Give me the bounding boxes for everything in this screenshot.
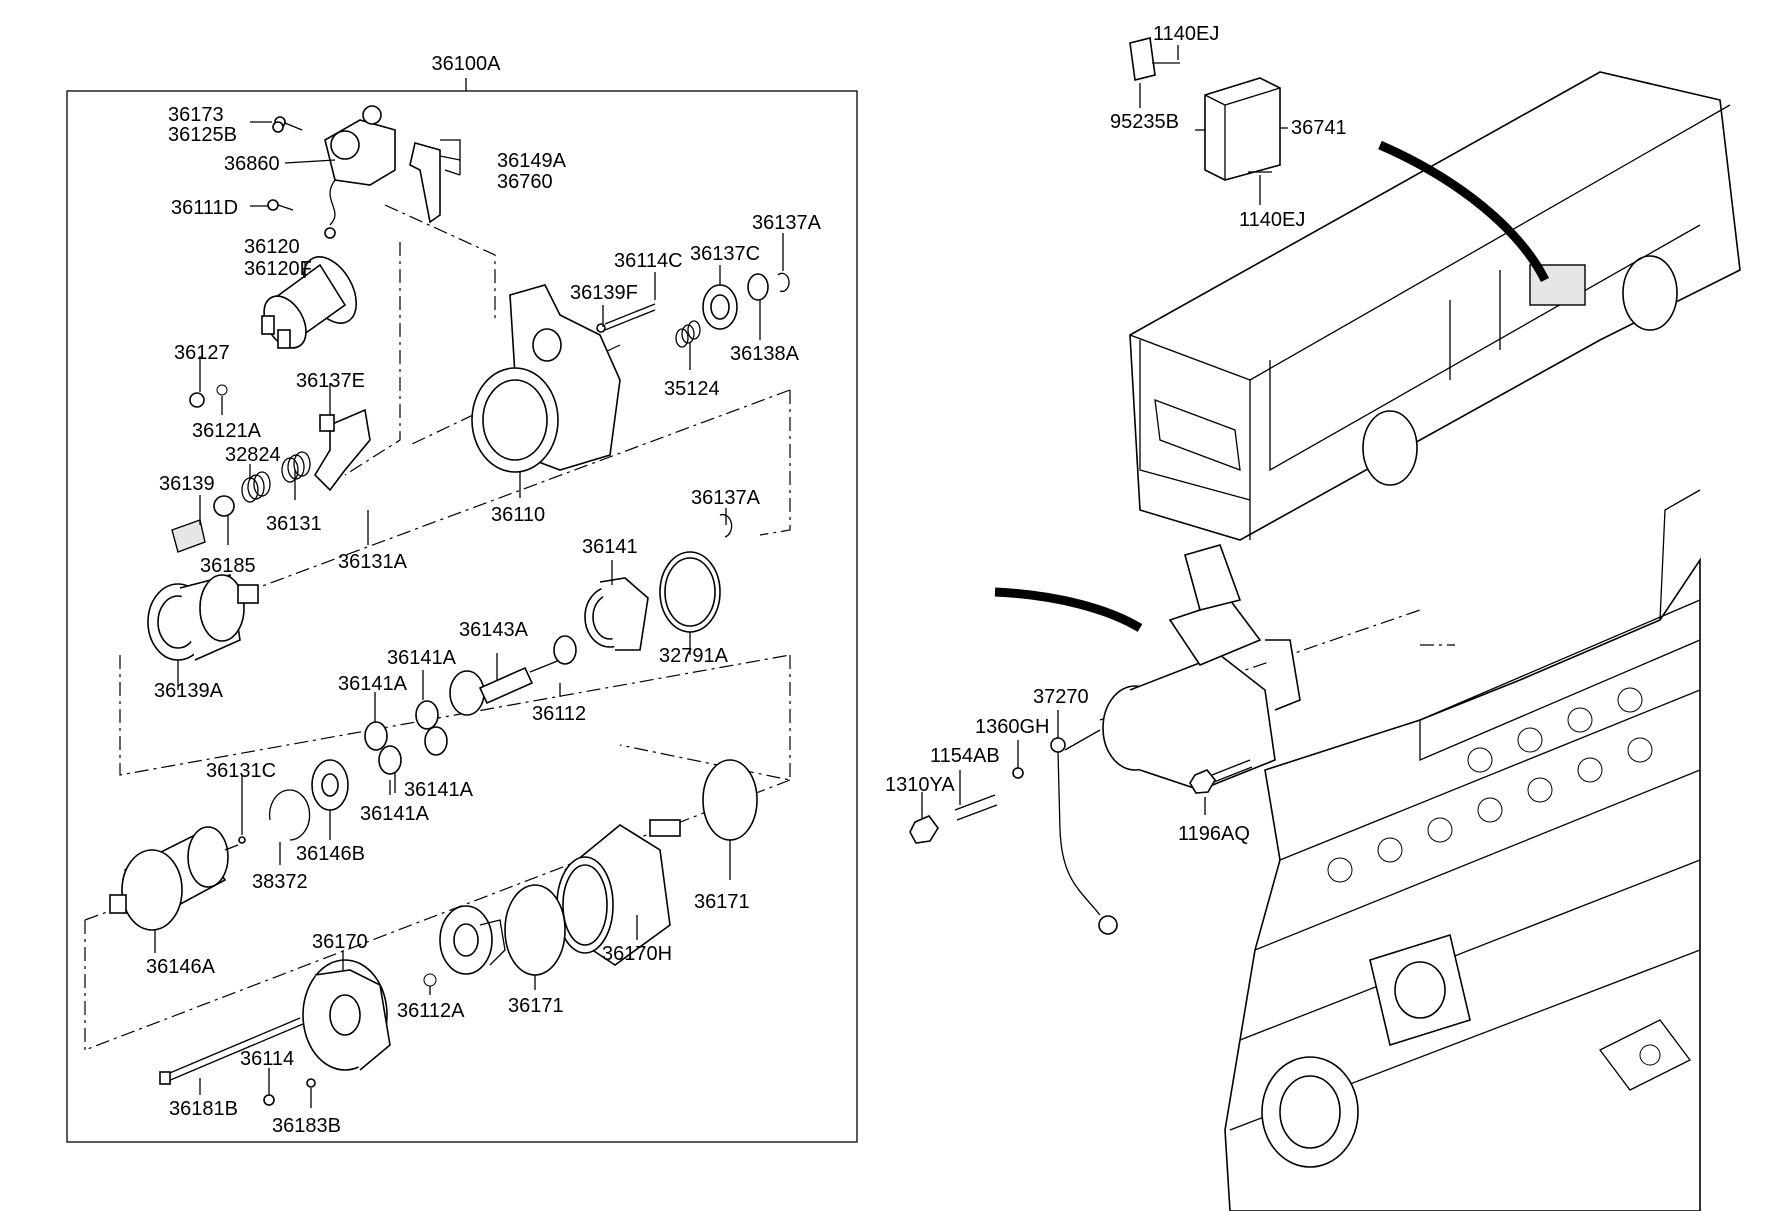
part-label: 36181B <box>169 1098 238 1120</box>
part-label: 36146A <box>146 956 216 978</box>
rear-end-frame <box>302 959 391 1071</box>
part-label: 36141A <box>404 779 474 801</box>
armature <box>109 826 246 931</box>
assembly-part-labels: 36173 36125B 36860 36111D 36149A 36760 3… <box>146 104 822 1137</box>
front-housing <box>471 284 621 473</box>
part-label: 1196AQ <box>1178 823 1250 845</box>
part-label: 36112 <box>532 703 586 725</box>
part-label: 1140EJ <box>1153 23 1219 45</box>
part-label: 36112A <box>397 1000 465 1022</box>
part-label: 36121A <box>192 420 262 442</box>
part-label: 36183B <box>272 1115 341 1137</box>
part-label: 36137A <box>691 487 761 509</box>
part-label: 36131C <box>206 760 276 782</box>
part-drawings <box>109 105 790 1106</box>
part-label: 36120 <box>244 236 300 258</box>
part-label: 36137E <box>296 370 365 392</box>
part-label: 36114 <box>240 1048 294 1070</box>
part-label: 36146B <box>296 843 365 865</box>
part-label: 36111D <box>171 197 238 219</box>
part-label: 36131A <box>338 551 408 573</box>
part-label: 36141 <box>582 536 638 558</box>
part-label: 36120F <box>244 258 312 280</box>
starter-on-engine <box>994 544 1301 791</box>
part-label: 36137C <box>690 243 760 265</box>
part-label: 36114C <box>614 250 683 272</box>
bolt-1196AQ <box>1189 759 1253 794</box>
part-label: 36741 <box>1291 117 1347 139</box>
part-label: 36139 <box>159 473 215 495</box>
relay-group <box>1129 37 1281 181</box>
overrunning-clutch <box>147 574 259 661</box>
bus-illustration <box>1129 71 1741 541</box>
part-label: 36125B <box>168 124 237 146</box>
assembly-frame <box>66 90 858 1143</box>
part-label: 1310YA <box>885 774 955 796</box>
part-label: 36139F <box>570 282 638 304</box>
engine-part-labels: 37270 1360GH 1154AB 1310YA 1196AQ <box>885 686 1250 845</box>
part-label: 36127 <box>174 342 230 364</box>
ground-cable <box>1050 729 1118 935</box>
part-label: 36141A <box>360 803 430 825</box>
part-label: 1360GH <box>975 716 1050 738</box>
terminal-bracket <box>267 105 441 239</box>
assembly-group-label: 36100A <box>432 53 502 75</box>
part-label: 36173 <box>168 104 224 126</box>
part-label: 36141A <box>387 647 457 669</box>
part-label: 36138A <box>730 343 800 365</box>
part-label: 36170H <box>602 943 672 965</box>
yoke <box>556 819 681 966</box>
part-label: 36185 <box>200 555 256 577</box>
part-label: 37270 <box>1033 686 1089 708</box>
engine-block <box>1224 489 1701 1211</box>
part-label: 38372 <box>252 871 308 893</box>
part-label: 35124 <box>664 378 720 400</box>
assembly-group: 36100A <box>66 53 858 1143</box>
part-label: 32791A <box>659 645 729 667</box>
part-label: 36143A <box>459 619 529 641</box>
leader-lines <box>154 45 1288 1108</box>
part-label: 36139A <box>154 680 224 702</box>
part-label: 36171 <box>694 891 750 913</box>
part-label: 36170 <box>312 931 368 953</box>
part-label: 36110 <box>491 504 545 526</box>
part-label: 36131 <box>266 513 322 535</box>
relay-part-labels: 1140EJ 95235B 36741 1140EJ <box>1110 23 1347 231</box>
part-label: 36760 <box>497 171 553 193</box>
part-label: 36149A <box>497 150 567 172</box>
solenoid <box>261 256 358 349</box>
part-label: 36137A <box>752 212 822 234</box>
part-label: 36171 <box>508 995 564 1017</box>
part-label: 32824 <box>225 444 281 466</box>
part-label: 36141A <box>338 673 408 695</box>
part-label: 95235B <box>1110 111 1179 133</box>
part-label: 36860 <box>224 153 280 175</box>
part-label: 1154AB <box>930 745 1000 767</box>
part-label: 1140EJ <box>1239 209 1305 231</box>
